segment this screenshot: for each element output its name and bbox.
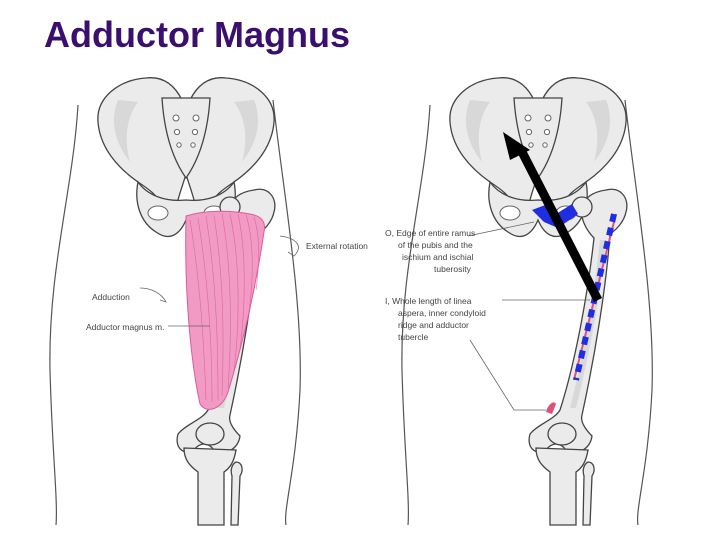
origin-label-line-2: of the pubis and the (398, 240, 473, 250)
origin-label-line-3: ischium and ischial (402, 252, 473, 262)
external-rotation-arrow (279, 235, 299, 257)
muscle-fibers (189, 213, 260, 403)
arrow-head (503, 132, 530, 160)
left-skeleton (49, 77, 301, 526)
origin-label-line-4: tuberosity (434, 264, 472, 274)
right-anatomy: O, Edge of entire ramus of the pubis and… (385, 77, 653, 526)
adduction-arrow (139, 287, 167, 303)
page-title: Adductor Magnus (44, 14, 350, 55)
insertion-label-line-1: I, Whole length of linea (385, 296, 472, 306)
origin-to-insertion-arrow (515, 145, 603, 303)
adductor-magnus-label: Adductor magnus m. (86, 322, 164, 332)
origin-leader-line (467, 221, 535, 237)
insertion-label-line-2: aspera, inner condyloid (398, 308, 486, 318)
left-anatomy: External rotation Adduction Adductor mag… (49, 77, 368, 526)
insertion-label-line-4: tubercle (398, 332, 429, 342)
insertion-label-line-3: ridge and adductor (398, 320, 469, 330)
adduction-label: Adduction (92, 292, 130, 302)
origin-label-line-1: O, Edge of entire ramus (385, 228, 475, 238)
external-rotation-label: External rotation (306, 241, 368, 251)
tubercle-leader-line (469, 339, 546, 411)
tubercle-marker (546, 402, 556, 414)
adductor-magnus-muscle (185, 210, 265, 410)
